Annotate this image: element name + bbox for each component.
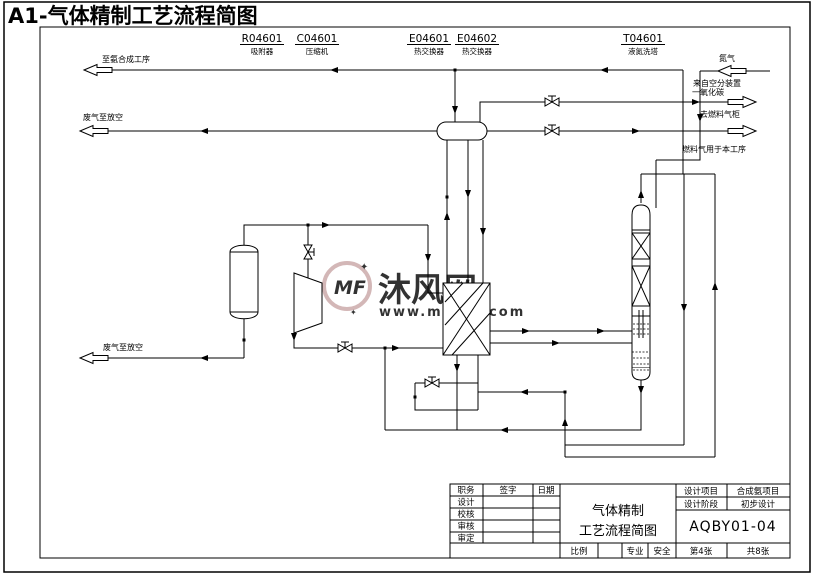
watermark-logo-text: MF bbox=[334, 277, 366, 299]
equipment-symbols bbox=[230, 122, 650, 380]
equipment-code-E04602: E04602 bbox=[457, 33, 497, 45]
drawing-title-line2: 工艺流程简图 bbox=[579, 523, 657, 539]
stream-label-carbon-monoxide: 一氧化碳 bbox=[692, 87, 724, 97]
title-block-texts: 职务 签字 日期 设计 校核 审核 审定 气体精制 工艺流程简图 比例 专业 安… bbox=[457, 485, 779, 557]
sign-col-date: 日期 bbox=[537, 486, 554, 496]
stage-value: 初步设计 bbox=[741, 499, 776, 510]
watermark-star2-icon: ✦ bbox=[350, 308, 357, 317]
outer-border bbox=[4, 2, 810, 572]
compressor-symbol bbox=[294, 273, 322, 333]
adsorber-vessel-symbol bbox=[230, 245, 258, 319]
inner-frame bbox=[40, 27, 790, 558]
major-label: 专业 bbox=[626, 546, 643, 557]
drawing-number: AQBY01-04 bbox=[689, 519, 776, 535]
equipment-code-C04601: C04601 bbox=[297, 33, 338, 45]
title-block: 职务 签字 日期 设计 校核 审核 审定 气体精制 工艺流程简图 比例 专业 安… bbox=[450, 484, 790, 558]
sign-col-signature: 签字 bbox=[499, 485, 516, 496]
project-label: 设计项目 bbox=[684, 486, 718, 497]
project-value: 合成氨项目 bbox=[737, 486, 780, 497]
stream-label-fuel-gas: 燃料气用于本工序 bbox=[682, 144, 746, 154]
equipment-code-T04601: T04601 bbox=[622, 33, 663, 45]
wash-column-symbol bbox=[632, 205, 650, 380]
stage-label: 设计阶段 bbox=[684, 499, 719, 510]
drawing-title-line1: 气体精制 bbox=[592, 503, 644, 519]
watermark-star-icon: ✦ bbox=[360, 262, 368, 273]
sign-col-role: 职务 bbox=[457, 485, 475, 496]
stream-sublabel-to-fuel-gas-holder: 去燃料气柜 bbox=[700, 109, 740, 119]
stream-label-waste-gas-vent-2: 废气至放空 bbox=[103, 342, 143, 352]
equipment-code-E04601: E04601 bbox=[409, 33, 449, 45]
stream-label-waste-gas-vent-1: 废气至放空 bbox=[83, 112, 123, 122]
stream-sublabel-from-asu: 来自空分装置 bbox=[693, 78, 741, 88]
sheet-title: A1-气体精制工艺流程简图 bbox=[8, 4, 258, 28]
heat-exchanger-box-symbol bbox=[443, 283, 490, 355]
pipelines bbox=[95, 70, 770, 457]
sign-row-check: 校核 bbox=[457, 509, 475, 520]
sign-row-approve: 审定 bbox=[457, 533, 475, 544]
stream-labels: 至氨合成工序 废气至放空 废气至放空 氮气 来自空分装置 一氧化碳 去燃料气柜 … bbox=[83, 53, 746, 352]
pipe-junctions bbox=[242, 68, 567, 399]
stream-label-to-ammonia-synthesis: 至氨合成工序 bbox=[102, 54, 150, 64]
equipment-name-T04601: 液氮洗塔 bbox=[628, 46, 658, 56]
equipment-name-E04602: 热交换器 bbox=[462, 46, 492, 56]
equipment-name-E04601: 热交换器 bbox=[414, 46, 444, 56]
sign-row-review: 审核 bbox=[457, 521, 475, 532]
equipment-labels: R04601 吸附器 C04601 压缩机 E04601 热交换器 E04602… bbox=[240, 33, 665, 56]
major-value: 安全 bbox=[653, 546, 671, 557]
watermark-logo-circle bbox=[324, 263, 370, 309]
sheet-current: 第4张 bbox=[690, 546, 713, 557]
title-block-grid bbox=[450, 484, 790, 558]
sheet-total: 共8张 bbox=[747, 547, 770, 557]
stream-label-nitrogen: 氮气 bbox=[719, 53, 735, 63]
sign-row-design: 设计 bbox=[457, 497, 475, 508]
scale-label: 比例 bbox=[570, 546, 587, 557]
equipment-code-R04601: R04601 bbox=[242, 33, 283, 45]
separator-drum-symbol bbox=[437, 122, 487, 140]
equipment-name-R04601: 吸附器 bbox=[251, 47, 274, 56]
equipment-name-C04601: 压缩机 bbox=[306, 46, 329, 56]
